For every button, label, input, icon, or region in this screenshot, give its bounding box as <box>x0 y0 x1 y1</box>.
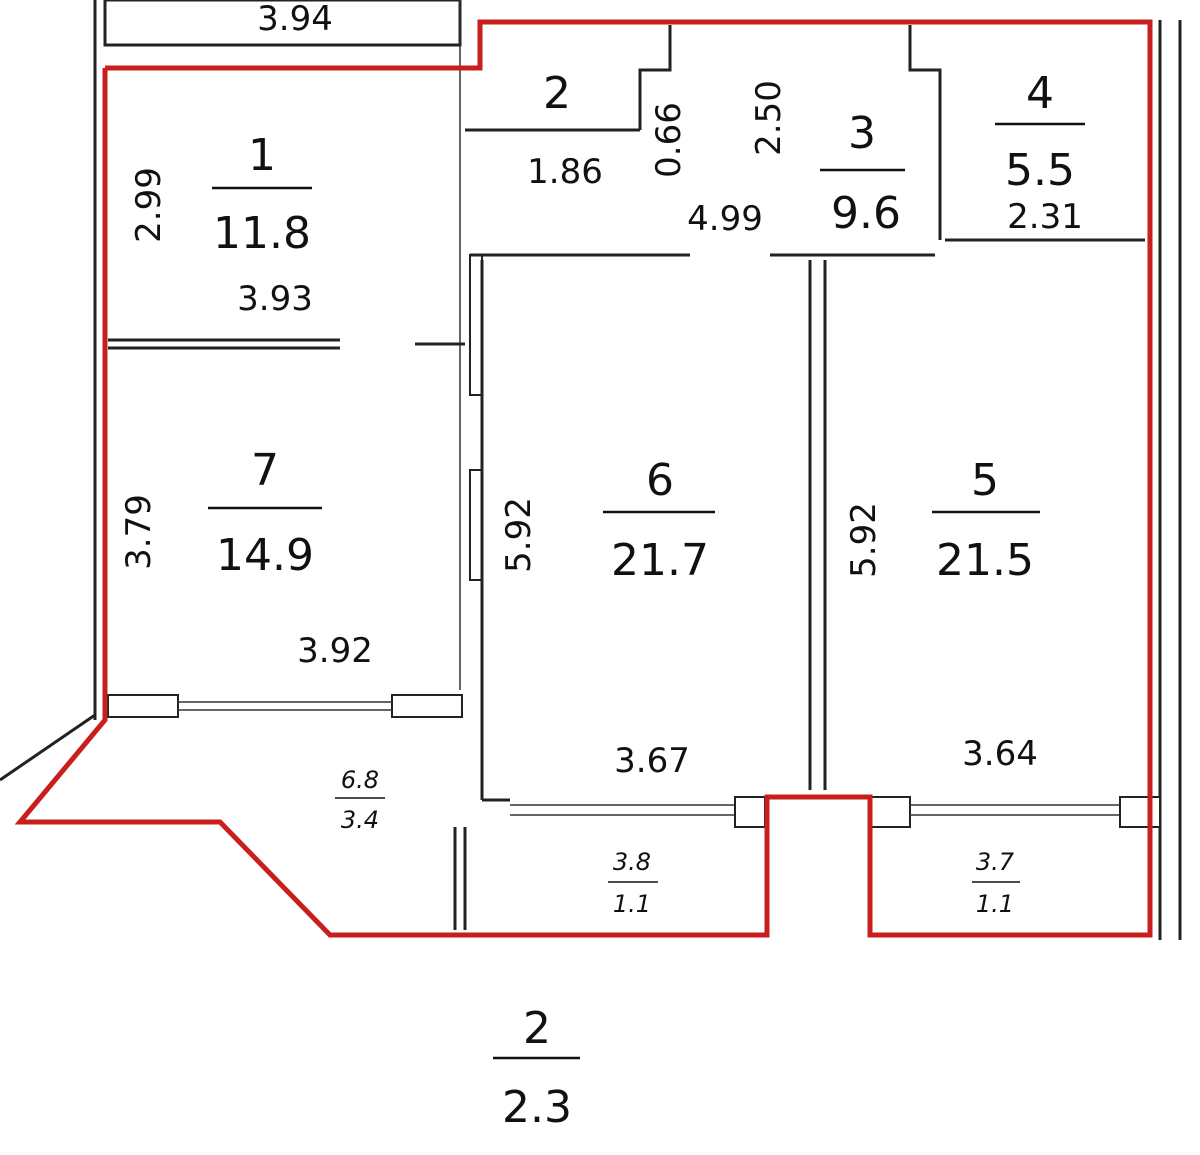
room-1-area: 11.8 <box>213 208 311 259</box>
room-6-number: 6 <box>646 455 674 506</box>
room-1-number: 1 <box>248 130 276 181</box>
room-4-dim-width: 2.31 <box>1007 197 1083 237</box>
room-1-dim-height: 2.99 <box>129 167 169 243</box>
room-6-area: 21.7 <box>611 535 709 586</box>
room-6-dim-height: 5.92 <box>499 497 539 573</box>
room-3-number: 3 <box>848 108 876 159</box>
balcony-3-bottom: 1.1 <box>976 890 1014 918</box>
total-area: 2.3 <box>502 1082 572 1133</box>
room-5-number: 5 <box>971 455 999 506</box>
room-5-dim-width: 3.64 <box>962 734 1038 774</box>
balcony-2-top: 3.8 <box>613 848 651 876</box>
room-2-number: 2 <box>543 68 571 119</box>
room-7-dim-height: 3.79 <box>119 494 159 570</box>
room-7-dim-width: 3.92 <box>297 631 373 671</box>
room-4-area: 5.5 <box>1005 145 1075 196</box>
balcony-2-bottom: 1.1 <box>613 890 651 918</box>
room-2-dim-width: 1.86 <box>527 152 603 192</box>
room-1-dim-width: 3.93 <box>237 279 313 319</box>
room-7-area: 14.9 <box>216 530 314 581</box>
balcony-1-top: 6.8 <box>341 766 379 794</box>
room-3-dim-width: 4.99 <box>687 199 763 239</box>
total-number: 2 <box>523 1003 551 1054</box>
room-7-number: 7 <box>251 445 279 496</box>
room-4-number: 4 <box>1026 68 1054 119</box>
balcony-1-bottom: 3.4 <box>341 806 379 834</box>
room-2-dim-depth: 0.66 <box>649 102 689 178</box>
room-6-dim-width: 3.67 <box>614 741 690 781</box>
balcony-3-top: 3.7 <box>976 848 1015 876</box>
apartment-outline <box>14 19 1153 938</box>
top-dimension: 3.94 <box>257 0 333 39</box>
room-3-area: 9.6 <box>831 188 901 239</box>
room-5-dim-height: 5.92 <box>844 502 884 578</box>
room-3-dim-height: 2.50 <box>749 80 789 156</box>
room-5-area: 21.5 <box>936 535 1034 586</box>
walls <box>0 0 1182 940</box>
